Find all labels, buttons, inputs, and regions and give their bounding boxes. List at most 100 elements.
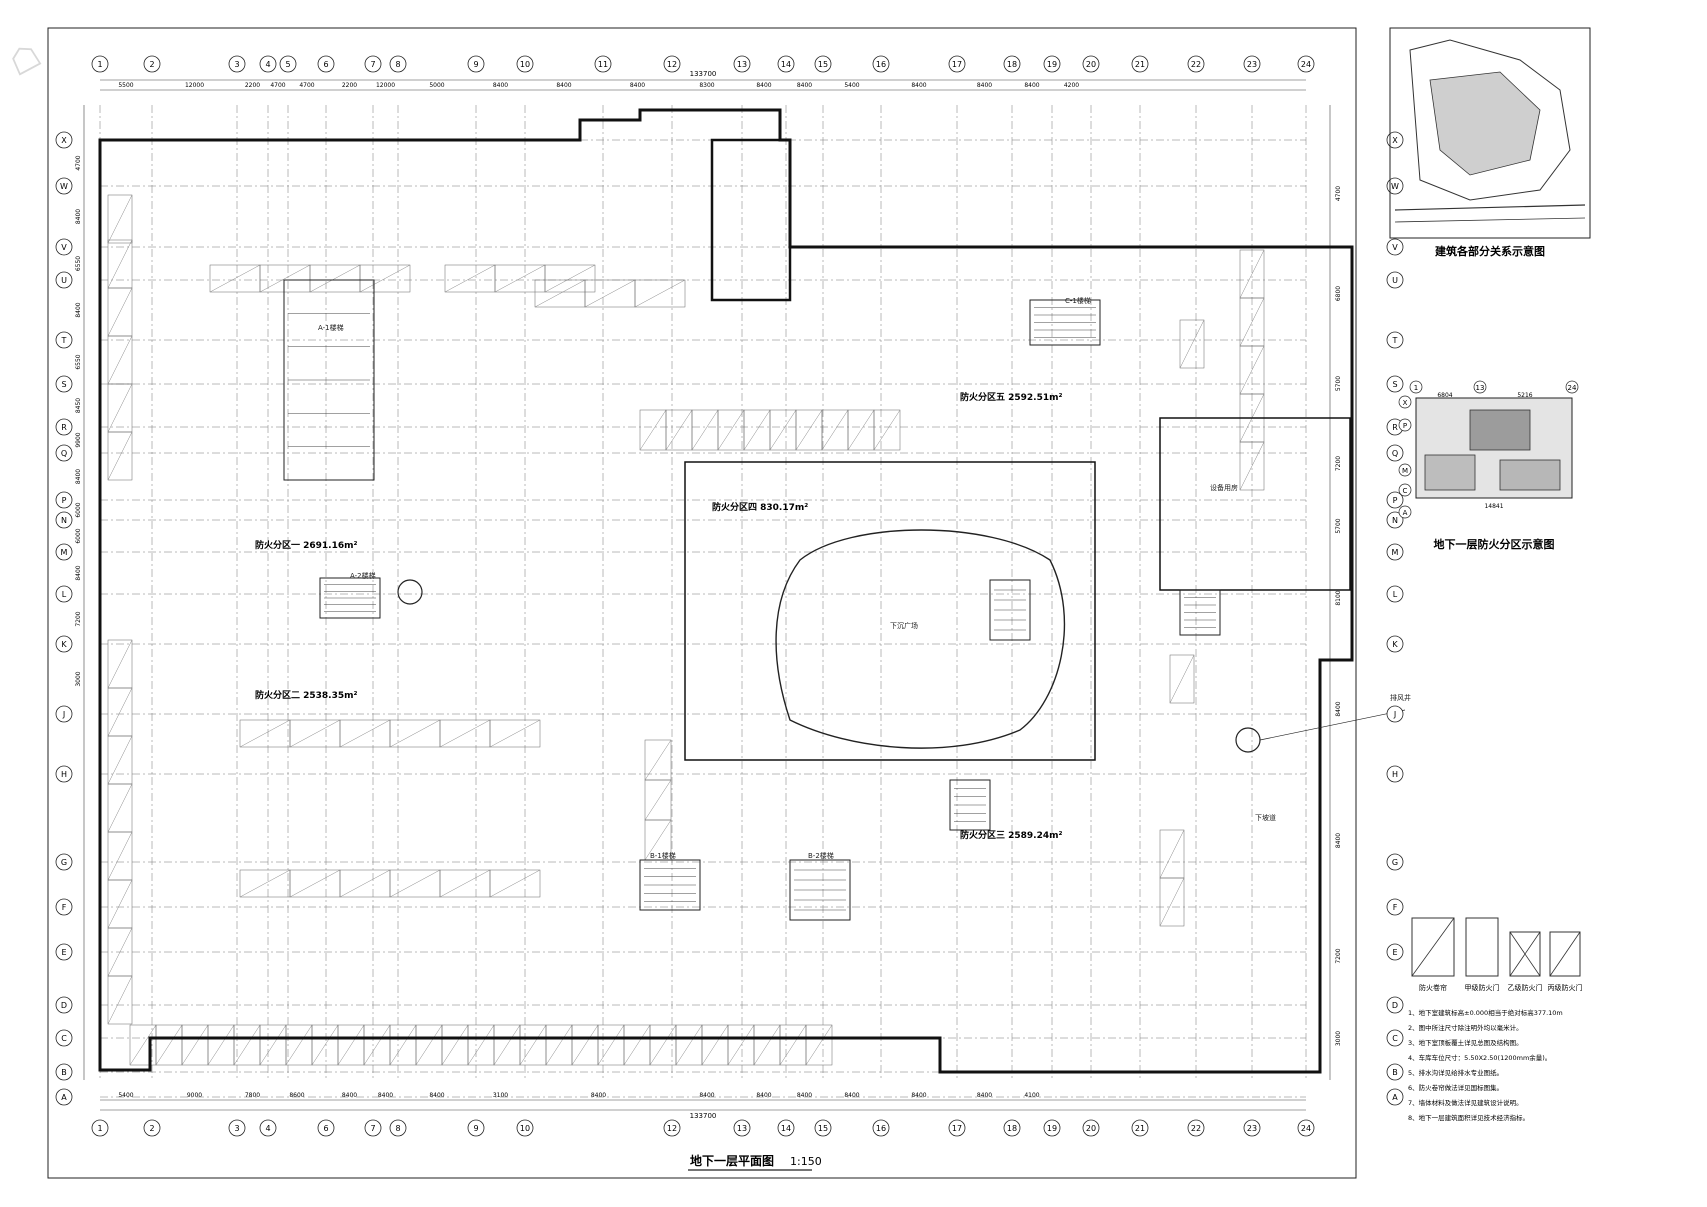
axis-bubble-bottom: 9 — [467, 1119, 485, 1137]
axis-bubble-top: 19 — [1043, 55, 1061, 73]
axis-bubble-bottom: 3 — [228, 1119, 246, 1137]
key-plan: 建筑各部分关系示意图 — [1389, 27, 1591, 258]
svg-text:T: T — [1392, 336, 1398, 345]
dimension-text: 3000 — [1335, 1031, 1342, 1046]
dimension-text: 4100 — [1024, 1092, 1039, 1099]
axis-bubble-small: A — [1398, 505, 1412, 519]
svg-text:19: 19 — [1047, 1124, 1057, 1133]
dimension-text: 133700 — [690, 1112, 717, 1120]
svg-text:7: 7 — [370, 1124, 375, 1133]
axis-bubble-left: E — [55, 943, 73, 961]
dimension-text: 3100 — [493, 1092, 508, 1099]
axis-bubble-small: 1 — [1409, 380, 1423, 394]
note-line: 8、地下一层建筑面积详见技术经济指标。 — [1408, 1113, 1529, 1122]
dimension-text: 8400 — [75, 302, 82, 317]
axis-bubble-bottom: 14 — [777, 1119, 795, 1137]
axis-bubble-top: 23 — [1243, 55, 1261, 73]
axis-bubble-top: 6 — [317, 55, 335, 73]
axis-bubble-top: 24 — [1297, 55, 1315, 73]
dimension-text: 8600 — [289, 1092, 304, 1099]
svg-text:C: C — [61, 1034, 67, 1043]
dimension-text: 7200 — [75, 611, 82, 626]
svg-text:22: 22 — [1191, 1124, 1201, 1133]
note-line: 3、地下室顶板覆土详见总图及结构图。 — [1408, 1038, 1523, 1047]
axis-bubble-top: 2 — [143, 55, 161, 73]
axis-bubble-bottom: 4 — [259, 1119, 277, 1137]
dimension-text: 8400 — [699, 1092, 714, 1099]
svg-text:Q: Q — [61, 449, 67, 458]
dimension-text: 8400 — [844, 1092, 859, 1099]
dimension-text: 8400 — [342, 1092, 357, 1099]
note-line: 6、防火卷帘做法详见国标图集。 — [1408, 1083, 1503, 1092]
axis-bubble-bottom: 19 — [1043, 1119, 1061, 1137]
svg-text:21: 21 — [1135, 60, 1145, 69]
svg-text:20: 20 — [1086, 60, 1096, 69]
axis-bubble-bottom: 15 — [814, 1119, 832, 1137]
axis-bubble-top: 22 — [1187, 55, 1205, 73]
fire-zone-label: 防火分区三 2589.24m² — [960, 829, 1063, 841]
svg-text:7: 7 — [370, 60, 375, 69]
dimension-text: 8400 — [493, 82, 508, 89]
axis-bubble-top: 4 — [259, 55, 277, 73]
axis-bubble-left: B — [55, 1063, 73, 1081]
svg-text:16: 16 — [876, 1124, 886, 1133]
axis-bubble-right: F — [1386, 898, 1404, 916]
dimension-text: 8400 — [1024, 82, 1039, 89]
svg-text:U: U — [61, 276, 67, 285]
axis-bubble-left: Q — [55, 444, 73, 462]
axis-bubble-bottom: 12 — [663, 1119, 681, 1137]
svg-text:P: P — [62, 496, 67, 505]
svg-text:5: 5 — [285, 60, 290, 69]
axis-bubble-top: 9 — [467, 55, 485, 73]
dimension-text: 7200 — [1335, 948, 1342, 963]
svg-text:13: 13 — [737, 60, 747, 69]
axis-bubble-left: U — [55, 271, 73, 289]
axis-bubble-right: H — [1386, 765, 1404, 783]
drawing-scale: 1:150 — [790, 1155, 822, 1168]
grid-lines — [99, 105, 1307, 1098]
svg-text:B: B — [1392, 1068, 1398, 1077]
svg-text:18: 18 — [1007, 1124, 1017, 1133]
svg-text:Q: Q — [1392, 449, 1398, 458]
svg-text:1: 1 — [97, 1124, 102, 1133]
axis-bubble-right: U — [1386, 271, 1404, 289]
dimension-text: 8450 — [75, 398, 82, 413]
svg-text:L: L — [1393, 590, 1398, 599]
room-label: B-2楼梯 — [808, 851, 834, 860]
axis-bubble-top: 14 — [777, 55, 795, 73]
svg-text:M: M — [1392, 548, 1399, 557]
legend: 防火卷帘 甲级防火门 乙级防火门 丙级防火门 — [1411, 917, 1583, 992]
svg-text:G: G — [1392, 858, 1398, 867]
svg-text:16: 16 — [876, 60, 886, 69]
dimension-text: 8400 — [797, 1092, 812, 1099]
svg-text:1: 1 — [1414, 384, 1418, 392]
axis-bubble-left: S — [55, 375, 73, 393]
svg-text:9: 9 — [473, 1124, 478, 1133]
dimension-text: 6550 — [75, 256, 82, 271]
dimension-text: 14841 — [1484, 503, 1503, 510]
svg-text:J: J — [62, 710, 65, 719]
axis-bubble-left: N — [55, 511, 73, 529]
svg-text:K: K — [1392, 640, 1398, 649]
dimension-text: 8100 — [1335, 590, 1342, 605]
dimension-text: 9000 — [187, 1092, 202, 1099]
svg-text:N: N — [1392, 516, 1398, 525]
svg-text:E: E — [61, 948, 66, 957]
dimension-text: 7200 — [1335, 456, 1342, 471]
svg-text:T: T — [61, 336, 67, 345]
svg-text:X: X — [1392, 136, 1398, 145]
svg-text:14: 14 — [781, 60, 791, 69]
axis-bubble-bottom: 6 — [317, 1119, 335, 1137]
dimension-text: 8300 — [699, 82, 714, 89]
svg-text:14: 14 — [781, 1124, 791, 1133]
axis-bubble-right: B — [1386, 1063, 1404, 1081]
axis-bubble-left: F — [55, 898, 73, 916]
axis-bubble-right: S — [1386, 375, 1404, 393]
dimension-text: 8400 — [911, 82, 926, 89]
note-line: 4、车库车位尺寸：5.50X2.50(1200mm余量)。 — [1408, 1053, 1551, 1062]
axis-bubble-small: M — [1398, 463, 1412, 477]
axis-bubble-top: 5 — [279, 55, 297, 73]
svg-text:12: 12 — [667, 1124, 677, 1133]
svg-text:N: N — [61, 516, 67, 525]
